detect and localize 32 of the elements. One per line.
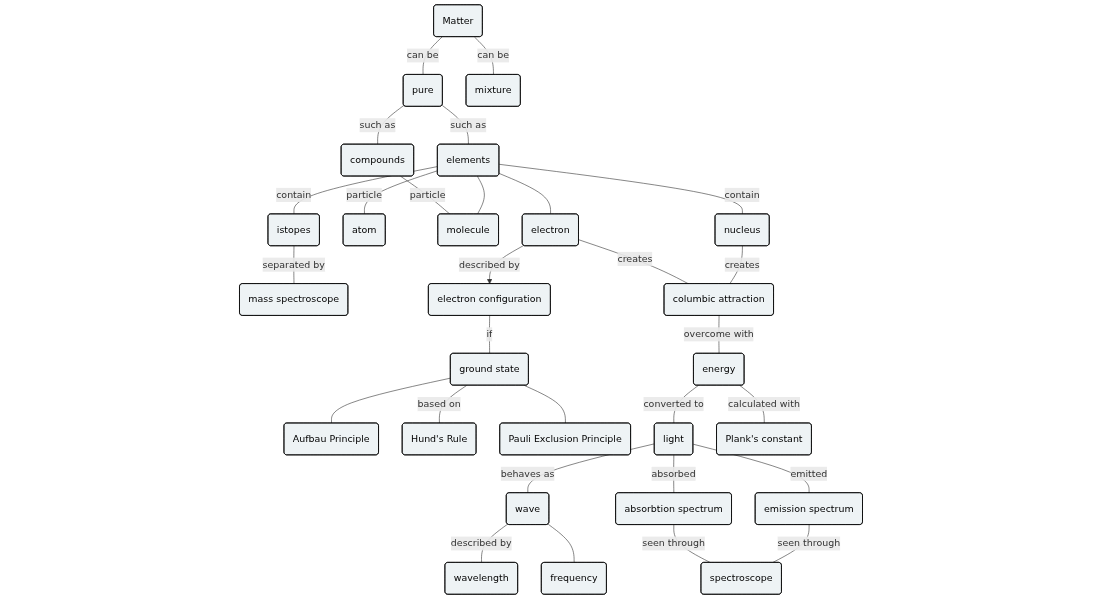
connector — [477, 176, 485, 215]
edge-label: calculated with — [728, 398, 800, 410]
edge-label: seen through — [642, 537, 705, 549]
edge-label: behaves as — [500, 467, 555, 480]
edge-label: described by — [458, 258, 520, 270]
edge-label: emitted — [790, 467, 828, 480]
connector — [331, 377, 451, 424]
edge-label: such as — [450, 119, 487, 131]
edge-label: contain — [276, 189, 312, 201]
edge-label: such as — [359, 119, 396, 131]
edge-label: can be — [477, 49, 510, 61]
edge-label: seen through — [777, 537, 841, 549]
edge-label: separated by — [262, 258, 325, 270]
connector — [524, 385, 566, 424]
connector — [547, 523, 575, 563]
edge-label: particle — [409, 189, 446, 201]
edge-label: if — [486, 328, 493, 340]
connector — [400, 176, 451, 215]
connector — [489, 315, 490, 354]
edge-label: absorbed — [651, 467, 696, 480]
edge-label: described by — [450, 537, 512, 549]
edge-label: overcome with — [683, 328, 754, 340]
edge-label: converted to — [643, 398, 704, 410]
edge-label: based on — [417, 398, 461, 410]
connector — [578, 239, 689, 285]
connector — [498, 173, 551, 215]
edge-label: can be — [406, 49, 439, 61]
edge-label: creates — [724, 258, 760, 270]
edge-label: creates — [617, 252, 653, 265]
edge-label: particle — [346, 189, 383, 201]
edge-label: contain — [724, 189, 760, 201]
connector — [498, 164, 743, 215]
